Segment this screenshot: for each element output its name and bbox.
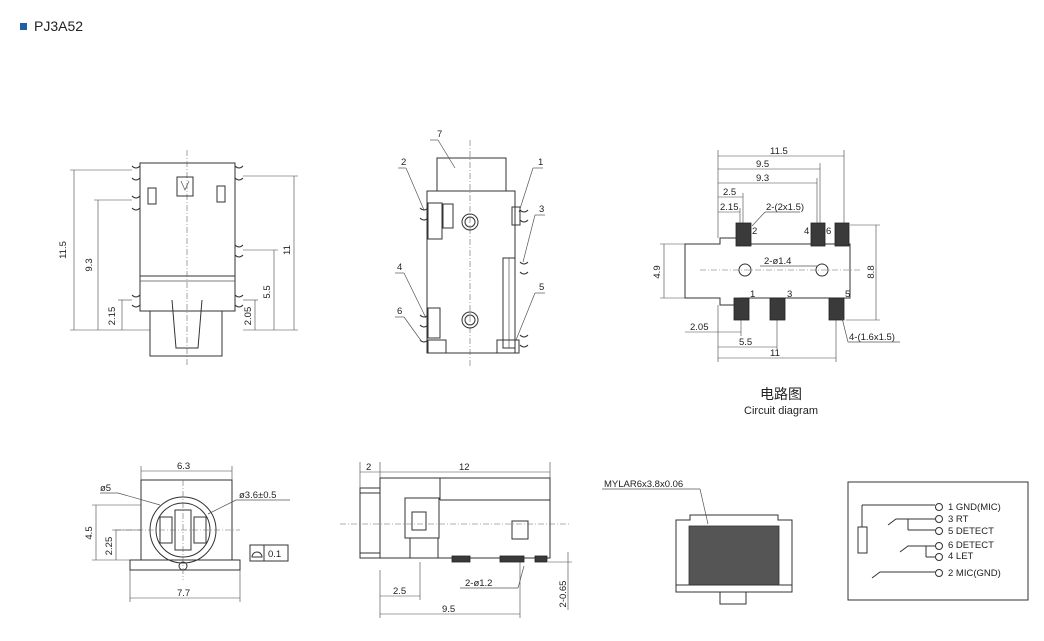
circuit-title-zh: 电路图 bbox=[760, 386, 802, 402]
pin-5: 5 bbox=[845, 289, 850, 300]
ev-dim-4-5: 4.5 bbox=[84, 526, 95, 539]
bv-dim-2-5: 2.5 bbox=[393, 586, 406, 597]
cd-dim-5-5: 5.5 bbox=[739, 337, 752, 348]
bullet-icon bbox=[20, 22, 27, 30]
dim-2-15: 2.15 bbox=[107, 307, 118, 326]
cd-dim-2-05: 2.05 bbox=[690, 322, 709, 333]
pad-6 bbox=[834, 222, 850, 247]
pin-label-let: 4 LET bbox=[948, 551, 974, 562]
bv-dim-9-5: 9.5 bbox=[442, 604, 455, 615]
callout-3: 3 bbox=[539, 204, 544, 215]
dim-5-5: 5.5 bbox=[262, 285, 273, 298]
cd-dim-11: 11 bbox=[770, 348, 780, 359]
front-view: 11.5 9.3 2.15 11 5.5 2.05 bbox=[58, 150, 298, 365]
ev-dim-d3-6: ø3.6±0.5 bbox=[239, 490, 276, 501]
mylar-view: MYLAR6x3.8x0.06 bbox=[602, 479, 793, 605]
pin-2: 2 bbox=[752, 226, 757, 237]
end-view: 6.3 ø5 ø3.6±0.5 4.5 2.25 7.7 0.1 bbox=[84, 461, 290, 602]
cd-dim-8-8: 8.8 bbox=[866, 265, 877, 278]
pad-note-2x1-5: 2-(2x1.5) bbox=[766, 202, 804, 213]
hole-note: 2-ø1.4 bbox=[764, 256, 791, 267]
schematic-box: 1 GND(MIC) 3 RT 5 DETECT 6 DETECT 4 LET … bbox=[847, 481, 1029, 601]
cd-dim-2-15: 2.15 bbox=[720, 202, 739, 213]
ev-dim-d5: ø5 bbox=[100, 483, 111, 494]
ev-dim-7-7: 7.7 bbox=[177, 588, 190, 599]
circuit-diagram: 2 4 6 1 3 5 11.5 9.5 9.3 2.5 2.15 2-(2x1… bbox=[652, 146, 900, 417]
pin-label-detect-5: 5 DETECT bbox=[948, 526, 994, 537]
cd-dim-9-3: 9.3 bbox=[756, 173, 769, 184]
bottom-view: 2 12 2.5 9.5 2-ø1.2 2-0.65 bbox=[340, 462, 572, 618]
bv-hole-note: 2-ø1.2 bbox=[465, 578, 492, 589]
dim-2-05: 2.05 bbox=[243, 307, 254, 326]
callout-7: 7 bbox=[437, 129, 442, 140]
cd-dim-11-5: 11.5 bbox=[770, 146, 788, 157]
pin-3: 3 bbox=[787, 289, 792, 300]
pin-label-rt: 3 RT bbox=[948, 514, 969, 525]
cd-dim-4-9: 4.9 bbox=[652, 265, 663, 278]
callout-4: 4 bbox=[397, 262, 402, 273]
pad-1 bbox=[733, 297, 750, 321]
side-view: 7 2 1 3 4 5 6 bbox=[395, 129, 545, 368]
pin-4: 4 bbox=[804, 226, 809, 237]
page-header: PJ3A52 bbox=[20, 18, 83, 34]
bv-dim-2: 2 bbox=[366, 462, 371, 473]
flatness-value: 0.1 bbox=[268, 549, 281, 560]
cd-dim-2-5: 2.5 bbox=[723, 187, 736, 198]
dim-9-3: 9.3 bbox=[84, 258, 95, 271]
pin-6: 6 bbox=[826, 226, 831, 237]
callout-1: 1 bbox=[538, 157, 543, 168]
cd-dim-9-5: 9.5 bbox=[756, 159, 769, 170]
pad-3 bbox=[769, 297, 786, 321]
pad-4 bbox=[810, 222, 826, 247]
mylar-area bbox=[688, 525, 780, 586]
pin-label-gnd-mic: 1 GND(MIC) bbox=[948, 502, 1001, 513]
pad-5 bbox=[828, 297, 845, 321]
circuit-title-en: Circuit diagram bbox=[744, 405, 818, 417]
dim-11-5: 11.5 bbox=[58, 241, 69, 259]
bv-dim-0-65: 2-0.65 bbox=[558, 581, 569, 608]
bv-dim-12: 12 bbox=[459, 462, 470, 473]
pad-note-1-6x1-5: 4-(1.6x1.5) bbox=[849, 332, 895, 343]
pad-2 bbox=[735, 222, 752, 247]
ev-dim-6-3: 6.3 bbox=[177, 461, 190, 472]
dim-11: 11 bbox=[282, 245, 293, 255]
mylar-note: MYLAR6x3.8x0.06 bbox=[604, 479, 683, 490]
pin-label-mic-gnd: 2 MIC(GND) bbox=[948, 568, 1001, 579]
ev-dim-2-25: 2.25 bbox=[104, 537, 115, 556]
pin-1: 1 bbox=[750, 289, 755, 300]
callout-2: 2 bbox=[401, 157, 406, 168]
callout-5: 5 bbox=[539, 282, 544, 293]
callout-6: 6 bbox=[397, 306, 402, 317]
pin-label-detect-6: 6 DETECT bbox=[948, 540, 994, 551]
model-title: PJ3A52 bbox=[34, 18, 84, 34]
